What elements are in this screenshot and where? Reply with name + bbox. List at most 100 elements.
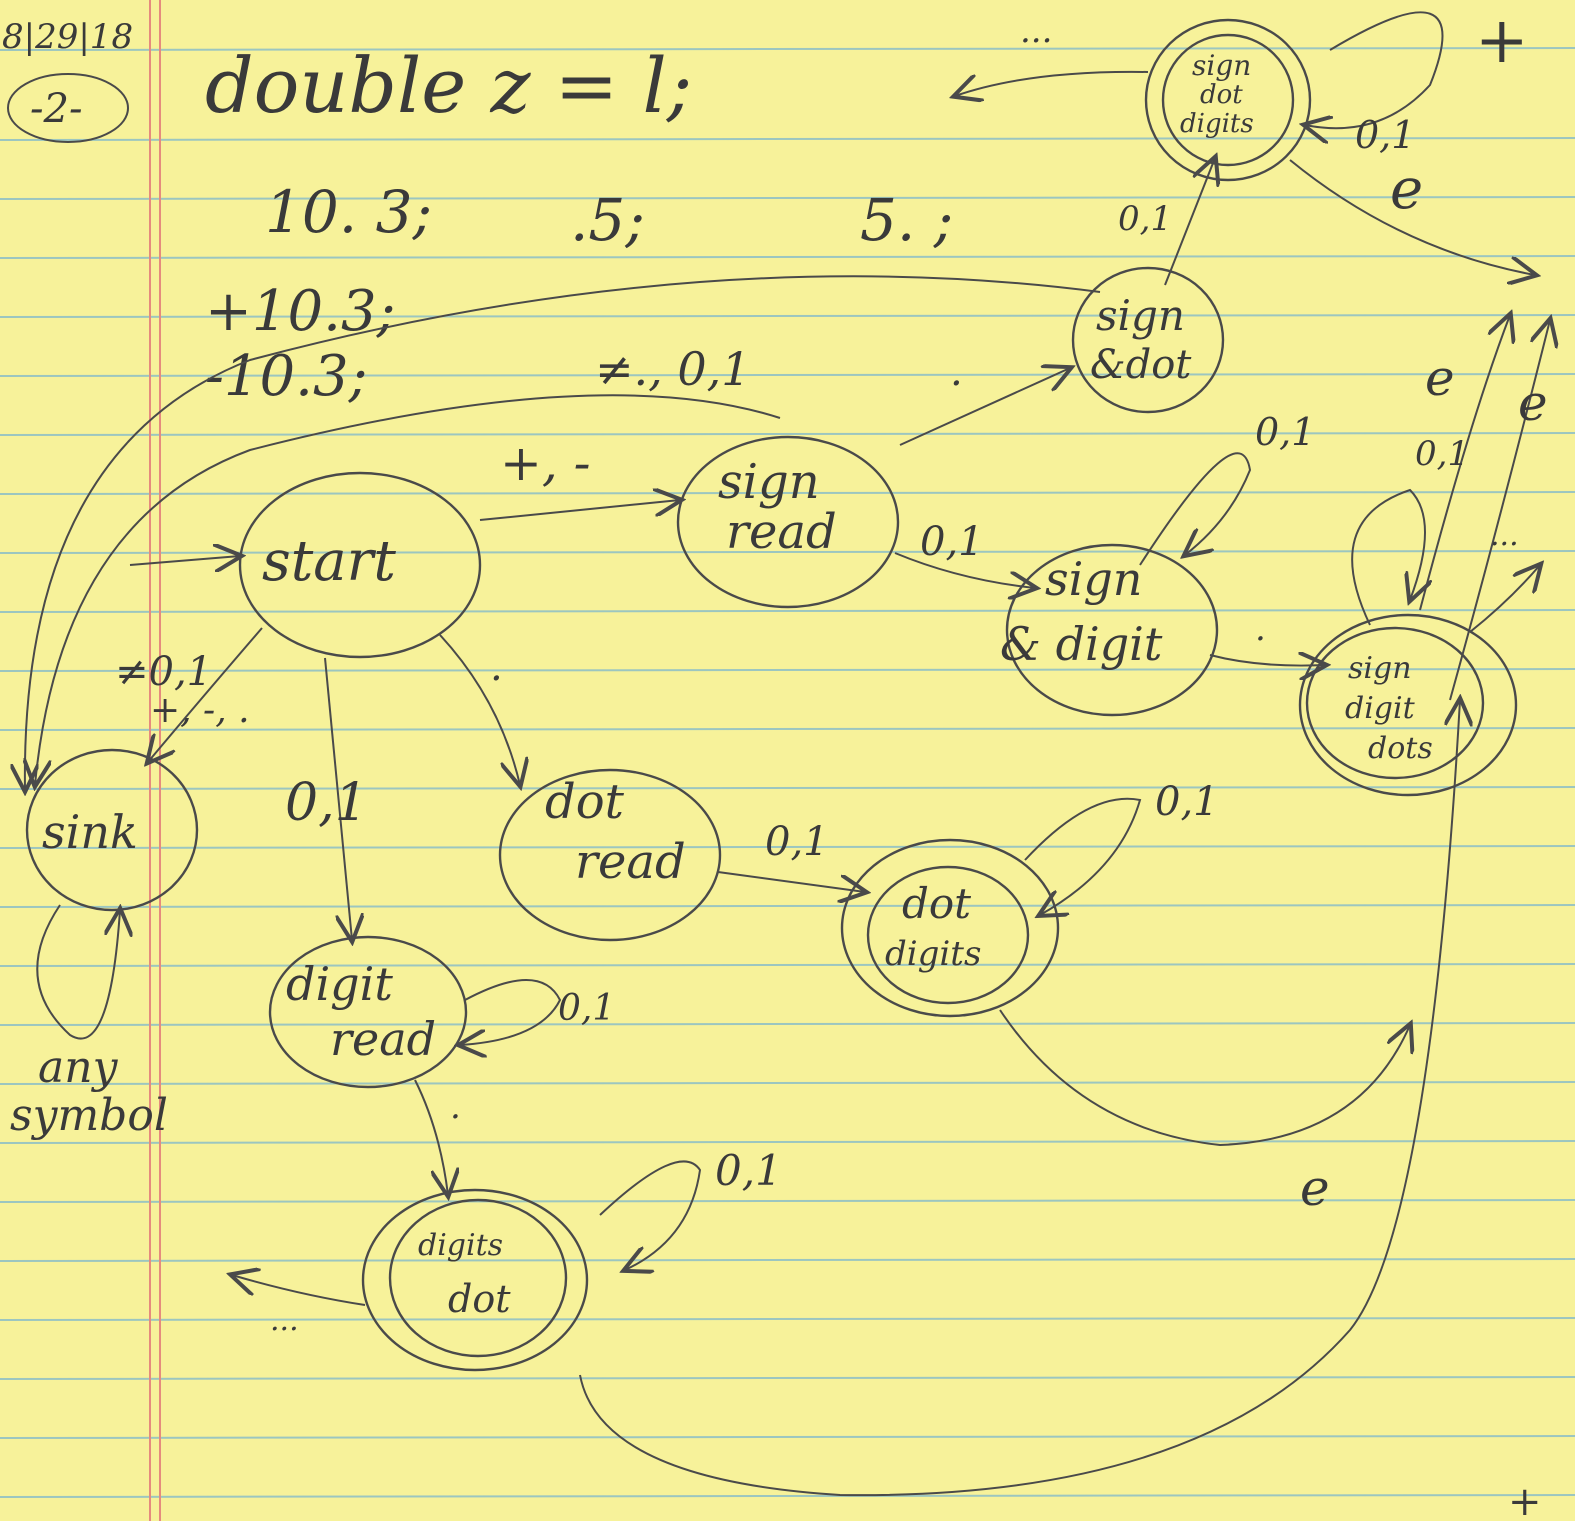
edge-sign-digit-loop [1139, 452, 1252, 566]
label-sign-digit-dots-e1: e [1425, 349, 1455, 407]
label-digits-dot-e: e [1300, 1159, 1330, 1217]
state-sink [25, 748, 199, 912]
example-1: 10. 3; [265, 178, 432, 246]
edge-sign-dot-digits-out [955, 70, 1149, 96]
edge-sign-read-sign-dot [899, 368, 1070, 446]
code-title: double z = l; [205, 41, 692, 130]
state-sign-dot [1071, 266, 1225, 414]
label-sign-read-sign-digit: 0,1 [920, 519, 984, 565]
label-sign-dot-digits-more: ... [1020, 11, 1052, 51]
state-sign-digit [1005, 543, 1219, 717]
edge-sign-dot-sink [25, 275, 1101, 790]
state-start-label: start [262, 529, 396, 594]
edge-sign-read-sink [35, 394, 781, 785]
label-sign-digit-dots-e2: e [1518, 374, 1548, 432]
example-5: -10.3; [205, 344, 367, 409]
state-dot-digits-line2: digits [885, 934, 981, 974]
edge-sign-digit-dots [1209, 655, 1325, 666]
edge-digit-read-loop [460, 979, 562, 1045]
edge-digits-dot-e [579, 700, 1460, 1497]
label-sign-digit-dots: . [1255, 609, 1266, 649]
state-digits-dot-line1: digits [418, 1228, 503, 1263]
edge-start-sign-read [479, 500, 680, 521]
label-start-dot-read: . [490, 644, 503, 690]
edge-dot-digits-e [999, 1009, 1410, 1147]
example-4: +10.3; [205, 279, 395, 344]
page-number-circle [7, 73, 129, 143]
state-dot-digits-outer [840, 838, 1060, 1018]
state-digits-dot-line2: dot [448, 1277, 511, 1321]
state-sign-dot-digits [1161, 33, 1295, 167]
state-sign-dot-line1: sign [1096, 291, 1185, 340]
edge-digits-dot-loop [599, 1160, 702, 1270]
label-sign-digit-dots-more: ... [1490, 518, 1519, 553]
label-digit-read-loop: 0,1 [558, 988, 615, 1029]
state-sink-label: sink [42, 805, 138, 859]
label-start-sign-read: +, - [500, 434, 591, 492]
ruled-lines [0, 47, 1575, 1498]
edge-dot-digits-loop [1024, 797, 1142, 915]
state-sign-dot-digits-line2: dot [1200, 80, 1243, 110]
state-dot-read-line1: dot [545, 774, 625, 830]
edge-sign-read-sign-digit [894, 552, 1035, 588]
label-digits-dot-more: ... [270, 1303, 299, 1338]
label-digits-dot-loop: 0,1 [715, 1146, 782, 1195]
label-start-sink: ≠0,1 [115, 649, 212, 695]
edge-dot-read-dot-digits [717, 871, 865, 892]
state-sign-digit-dots [1305, 626, 1485, 780]
label-sign-dot-digits-plus: + [1475, 4, 1529, 78]
edge-sign-dot-digits-loop [1305, 11, 1444, 128]
edge-sign-dot-digits-e [1289, 159, 1535, 275]
label-start-sink-2: +, -, . [150, 690, 250, 731]
label-sign-dot-sign-dot-digits: 0,1 [1118, 199, 1172, 239]
label-corner-plus: + [1508, 1479, 1542, 1521]
label-sink-loop-2: symbol [10, 1090, 168, 1141]
state-dot-digits-line1: dot [902, 879, 971, 928]
edge-sink-loop [36, 905, 120, 1040]
label-sign-dot-digits-e: e [1390, 157, 1423, 222]
edge-start-digit-read [324, 657, 352, 940]
date-text: 8|29|18 [2, 17, 133, 57]
state-sign-digit-line2: & digit [1000, 617, 1163, 671]
state-sign-dot-digits-line1: sign [1192, 49, 1251, 82]
example-2: .5; [570, 186, 645, 254]
state-sign-read-line1: sign [718, 454, 820, 510]
example-3: 5. ; [860, 186, 953, 254]
edge-sign-digit-dots-e2 [1449, 320, 1550, 701]
state-dot-read [498, 768, 722, 942]
state-sign-digit-dots-line3: dots [1368, 731, 1433, 766]
state-dot-read-line2: read [575, 834, 686, 890]
label-sign-digit-loop: 0,1 [1255, 410, 1315, 454]
initial-arrow [129, 556, 240, 565]
state-digit-read-line1: digit [286, 957, 393, 1011]
state-sign-dot-digits-outer [1144, 18, 1312, 182]
label-dot-read-dot-digits: 0,1 [765, 819, 829, 865]
edge-start-dot-read [439, 634, 520, 785]
state-dot-digits [866, 865, 1030, 1005]
edge-digit-read-digits-dot [414, 1079, 448, 1195]
state-sign-read [676, 435, 900, 609]
state-digits-dot-outer [361, 1188, 589, 1372]
edge-sign-digit-dots-loop [1351, 488, 1425, 626]
state-digit-read-line2: read [330, 1012, 436, 1066]
label-sink-loop-1: any [38, 1042, 119, 1093]
label-sign-digit-dots-loop: 0,1 [1415, 434, 1469, 474]
edge-sign-dot-sign-dot-digits [1164, 158, 1215, 286]
edge-sign-digit-dots-out [1469, 565, 1540, 633]
label-sign-dot-digits-loop: 0,1 [1355, 113, 1415, 157]
label-digit-read-digits-dot: . [450, 1087, 461, 1127]
state-start [238, 471, 482, 659]
label-sign-read-sign-dot: . [950, 349, 963, 395]
state-sign-dot-line2: &dot [1090, 342, 1192, 388]
label-start-digit-read: 0,1 [285, 773, 368, 833]
state-digit-read [268, 935, 468, 1089]
state-sign-digit-line1: sign [1045, 552, 1142, 606]
state-sign-read-line2: read [726, 504, 837, 560]
label-sign-read-sink: ≠., 0,1 [595, 342, 751, 396]
edge-digits-dot-out [232, 1275, 366, 1306]
label-dot-digits-loop: 0,1 [1155, 779, 1219, 825]
state-sign-digit-dots-line1: sign [1348, 651, 1412, 686]
state-sign-digit-dots-line2: digit [1345, 691, 1416, 726]
